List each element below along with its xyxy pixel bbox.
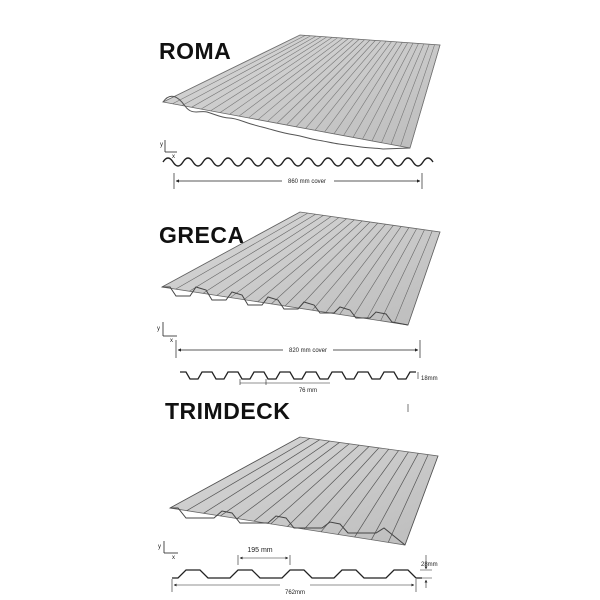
roma-corrugation-line <box>314 40 387 131</box>
greca-rib-line <box>366 228 417 319</box>
roma-axis: y x <box>160 140 177 160</box>
trimdeck-rib-line <box>236 442 340 519</box>
roma-corrugation-line <box>371 43 419 142</box>
roma-corrugation-line <box>219 37 333 113</box>
trimdeck-pitch-label: 195 mm <box>247 547 272 554</box>
trimdeck-rib-line <box>220 440 330 517</box>
roma-sheet <box>161 34 441 150</box>
trimdeck-axis: y x <box>158 541 178 561</box>
trimdeck-rib-line <box>270 444 360 525</box>
trimdeck-rib-line <box>287 446 370 527</box>
greca-height-label: 18mm <box>421 376 438 382</box>
greca-rib-line <box>189 213 316 292</box>
roma-corrugation-line <box>200 36 322 110</box>
greca-rib-line <box>298 222 378 309</box>
trimdeck-rib-line <box>354 451 409 538</box>
greca-rib-line <box>284 221 371 307</box>
trimdeck-rib-line <box>186 438 311 511</box>
trimdeck-rib-line <box>203 439 320 514</box>
roma-corrugation-line <box>276 39 365 124</box>
greca-rib-line <box>161 211 301 288</box>
roma-corrugation-line <box>343 42 403 136</box>
roma-corrugation-line <box>381 43 425 143</box>
roma-corrugation-line <box>191 35 317 108</box>
roma-corrugation-line <box>305 40 381 129</box>
roma-corrugation-line <box>333 41 398 135</box>
greca-rib-line <box>202 215 324 294</box>
roma-cover-label: 860 mm cover <box>288 179 326 185</box>
trimdeck-rib-line <box>404 455 439 546</box>
trimdeck-title: TRIMDECK <box>165 398 291 424</box>
trimdeck-rib-line <box>387 454 429 543</box>
greca-rib-line <box>394 230 433 324</box>
trimdeck-rib-line <box>371 453 419 540</box>
greca-rib-line <box>243 218 347 300</box>
greca-sheet <box>160 211 441 326</box>
roma-corrugation-line <box>362 42 414 140</box>
greca-rib-line <box>325 225 394 313</box>
roma-corrugation-line <box>324 41 392 133</box>
roma-corrugation-line <box>210 36 328 112</box>
trimdeck-profile: 28mm <box>172 555 438 588</box>
roma-corrugation-line <box>295 40 376 127</box>
trimdeck-sheet <box>168 436 439 546</box>
roma-axis-y: y <box>160 142 163 148</box>
greca-profile: 76 mm 18mm <box>180 371 438 394</box>
roma-corrugation-line <box>229 37 338 115</box>
roma-corrugation-line <box>390 44 430 145</box>
roma-profile <box>162 157 434 167</box>
roma-corrugation-line <box>257 38 355 120</box>
greca-rib-line <box>230 217 340 298</box>
roma-cover-dimension: 860 mm cover <box>173 173 423 189</box>
roma-corrugation-line <box>409 44 441 149</box>
trimdeck-rib-line <box>169 436 301 509</box>
trimdeck-rib-line <box>337 450 399 535</box>
trimdeck-axis-y: y <box>158 544 161 550</box>
greca-rib-line <box>312 224 386 311</box>
greca-rib-line <box>175 212 308 290</box>
trimdeck-rib-line <box>304 447 380 530</box>
trimdeck-cover-dimension: 762mm <box>171 579 417 596</box>
roma-corrugation-line <box>352 42 408 138</box>
greca-axis-x: x <box>170 338 173 344</box>
roma-corrugation-line <box>286 39 371 126</box>
greca-rib-line <box>271 220 363 305</box>
greca-rib-line <box>353 227 410 317</box>
roma-corrugation-line <box>181 35 311 106</box>
trimdeck-axis-x: x <box>172 555 175 561</box>
greca-rib-line <box>380 229 425 321</box>
trimdeck-rib-line <box>253 443 350 522</box>
trimdeck-cover-label: 762mm <box>285 590 305 596</box>
roma-corrugation-line <box>248 38 349 119</box>
roma-axis-x: x <box>172 154 175 160</box>
trimdeck-rib-line <box>320 448 389 533</box>
greca-title: GRECA <box>159 222 245 248</box>
greca-axis: y x <box>157 322 177 344</box>
roma-title: ROMA <box>159 38 232 64</box>
roma-corrugation-line <box>162 34 301 103</box>
greca-cover-dimension: 820 mm cover <box>175 340 421 358</box>
roma-corrugation-line <box>267 39 360 122</box>
roma-corrugation-line <box>400 44 435 147</box>
roma-corrugation-line <box>172 35 306 105</box>
greca-rib-line <box>257 219 355 303</box>
roma-corrugation-line <box>238 37 344 117</box>
trimdeck-height-label: 28mm <box>421 562 438 568</box>
greca-axis-y: y <box>157 326 160 332</box>
greca-pitch-label: 76 mm <box>299 388 317 394</box>
trimdeck-pitch-dimension: 195 mm <box>237 547 291 565</box>
greca-cover-label: 820 mm cover <box>289 348 327 354</box>
greca-rib-line <box>407 231 441 326</box>
greca-rib-line <box>216 216 332 296</box>
greca-rib-line <box>339 226 402 315</box>
